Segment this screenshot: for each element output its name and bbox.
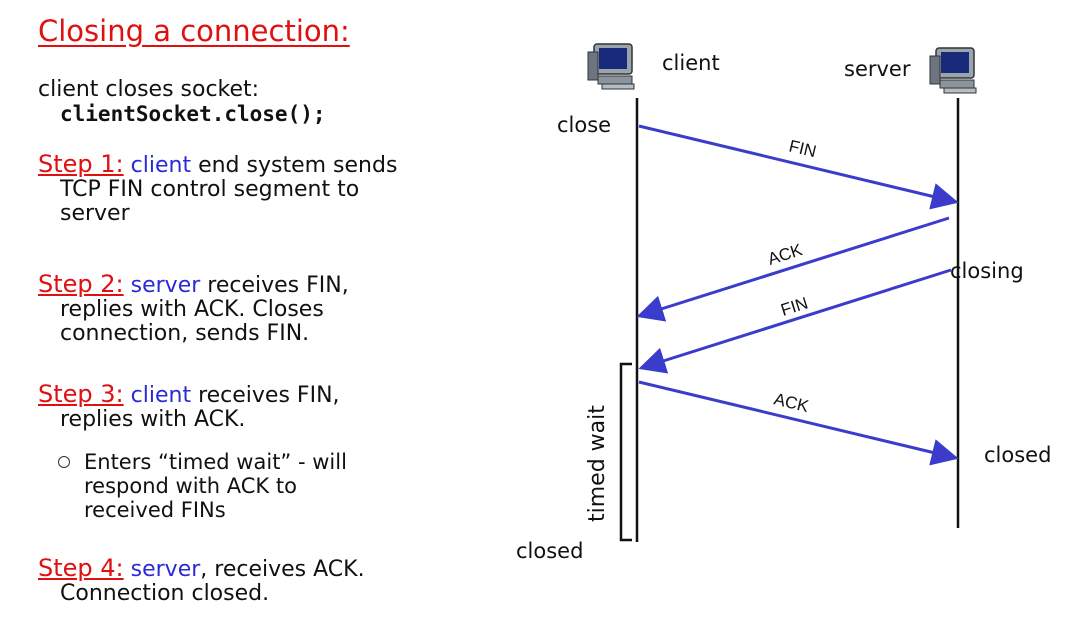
client-label: client: [662, 51, 720, 75]
server-label: server: [844, 57, 911, 81]
step-text: replies with ACK. Closes: [60, 297, 324, 322]
step-text: , receives ACK.: [200, 557, 365, 582]
bullet-text: received FINs: [84, 498, 226, 522]
timed-wait-label: timed wait: [585, 405, 610, 522]
step-actor: client: [130, 383, 192, 408]
code-snippet: clientSocket.close();: [60, 102, 326, 126]
step-text: connection, sends FIN.: [60, 321, 310, 346]
step-2: Step 2: server receives FIN, replies wit…: [38, 272, 349, 346]
step-4: Step 4: server, receives ACK. Connection…: [38, 556, 365, 606]
step-text: replies with ACK.: [60, 407, 246, 432]
intro: client closes socket: clientSocket.close…: [38, 77, 326, 127]
step-1: Step 1: client end system sends TCP FIN …: [38, 152, 397, 226]
step-text: receives FIN,: [200, 273, 349, 298]
step-label: Step 3:: [38, 380, 124, 408]
step-actor: server: [130, 273, 201, 298]
ack-arrow-1: [636, 216, 950, 322]
sub-bullet: Enters “timed wait” - will respond with …: [58, 450, 347, 522]
timed-wait-bracket: [619, 362, 632, 542]
closing-state-label: closing: [950, 259, 1024, 283]
fin-arrow-2: [638, 268, 952, 374]
step-actor: client: [130, 153, 192, 178]
step-label: Step 4:: [38, 554, 124, 582]
circle-bullet-icon: [58, 456, 70, 468]
step-label: Step 2:: [38, 270, 124, 298]
page-title: Closing a connection:: [38, 14, 350, 48]
close-state-label: close: [557, 113, 611, 137]
client-computer-icon: [587, 43, 635, 90]
ack-label-2: ACK: [772, 389, 811, 416]
step-text: end system sends: [191, 153, 398, 178]
step-3: Step 3: client receives FIN, replies wit…: [38, 382, 340, 432]
fin-arrow-1: [638, 124, 959, 210]
step-text: TCP FIN control segment to: [60, 177, 360, 202]
step-text: Connection closed.: [60, 581, 270, 606]
bullet-text: Enters “timed wait” - will: [84, 450, 347, 474]
step-text: receives FIN,: [191, 383, 340, 408]
bullet-text: respond with ACK to: [84, 474, 297, 498]
step-actor: server: [130, 557, 201, 582]
server-closed-label: closed: [984, 443, 1051, 467]
step-label: Step 1:: [38, 150, 124, 178]
ack-arrow-2: [638, 380, 959, 466]
client-closed-label: closed: [516, 539, 583, 563]
server-computer-icon: [929, 47, 977, 94]
intro-line: client closes socket:: [38, 77, 260, 102]
text-panel: Closing a connection: client closes sock…: [0, 0, 520, 620]
step-text: server: [60, 201, 130, 226]
fin-label-1: FIN: [787, 136, 818, 161]
